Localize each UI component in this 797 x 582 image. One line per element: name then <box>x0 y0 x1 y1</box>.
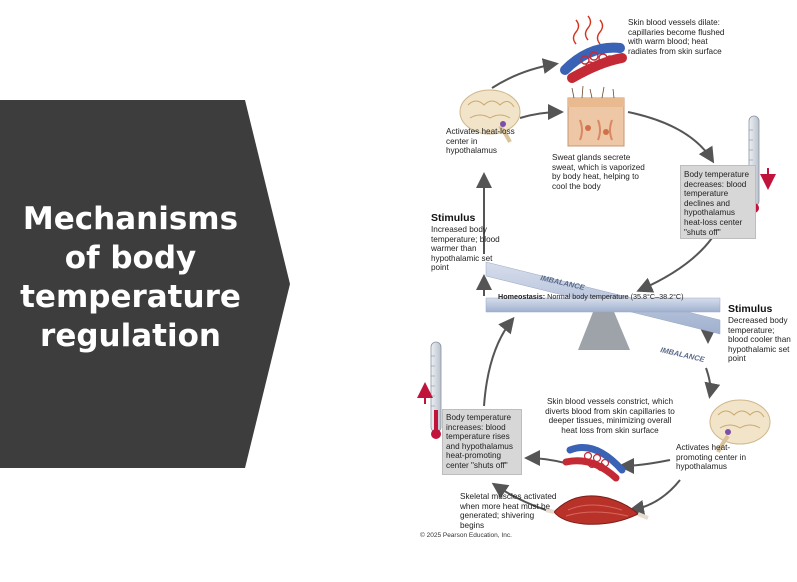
copyright-credit: © 2025 Pearson Education, Inc. <box>420 532 512 539</box>
arrow-brain-to-sweat <box>519 104 564 121</box>
label-stimulus-top: Increased body temperature; blood warmer… <box>431 225 500 273</box>
seesaw-fulcrum <box>578 307 630 350</box>
title-line-3: temperature <box>20 279 241 315</box>
page-title: Mechanisms of body temperature regulatio… <box>8 200 253 356</box>
arrow-brain-to-muscle <box>628 479 681 516</box>
stimulus-title-bottom: Stimulus <box>728 303 773 315</box>
arrow-brain-to-vessels <box>491 58 559 89</box>
label-activates-heat-promoting: Activates heat-promoting center in hypot… <box>676 443 747 472</box>
homeostasis-bar <box>485 297 721 313</box>
seesaw <box>485 261 721 350</box>
homeostasis-label: Homeostasis: <box>498 292 546 301</box>
box-temp-decreases <box>680 165 756 239</box>
label-activates-heat-loss: Activates heat-loss center in hypothalam… <box>446 127 515 156</box>
arrow-vessels-to-temp <box>524 450 566 467</box>
thermometer-icon <box>417 341 442 439</box>
title-arrow-shape <box>0 100 290 468</box>
label-stimulus-bottom: Decreased body temperature; blood cooler… <box>728 316 791 364</box>
sweat-gland-skin-icon <box>567 85 625 147</box>
title-line-1: Mechanisms <box>22 201 239 237</box>
muscle-icon <box>545 495 649 525</box>
title-line-4: regulation <box>40 318 221 354</box>
arrow-stimulus-to-brain-bottom <box>704 367 721 399</box>
label-skin-vessels-dilate: Skin blood vessels dilate: capillaries b… <box>628 18 725 56</box>
label-temp-increases: Body temperature increases: blood temper… <box>446 413 513 470</box>
title-line-2: of body <box>64 240 197 276</box>
top-cycle-arrows <box>476 58 715 296</box>
skin-vessels-icon <box>562 444 626 482</box>
label-sweat-glands: Sweat glands secrete sweat, which is vap… <box>552 153 645 191</box>
box-temp-increases <box>442 409 522 475</box>
homeostasis-caption: Homeostasis: Normal body temperature (35… <box>498 292 738 302</box>
homeostasis-text: Normal body temperature (35.8°C–38.2°C) <box>545 292 684 301</box>
label-temp-decreases: Body temperature decreases: blood temper… <box>684 170 750 237</box>
brain-icon <box>709 399 771 453</box>
imbalance-label-bottom: IMBALANCE <box>660 345 707 364</box>
arrow-temp-to-homeostasis <box>636 237 713 293</box>
arrow-sweat-to-temp <box>627 111 715 164</box>
stimulus-title-top: Stimulus <box>431 212 476 224</box>
arrow-temp-to-homeostasis-bottom <box>483 316 515 407</box>
arrow-brain-to-vessels-bottom <box>618 457 671 474</box>
label-skin-vessels-constrict: Skin blood vessels constrict, which dive… <box>545 397 675 435</box>
skin-vessels-icon <box>560 15 627 83</box>
label-skeletal-muscles: Skeletal muscles activated when more hea… <box>460 492 557 530</box>
brain-icon <box>459 89 521 143</box>
